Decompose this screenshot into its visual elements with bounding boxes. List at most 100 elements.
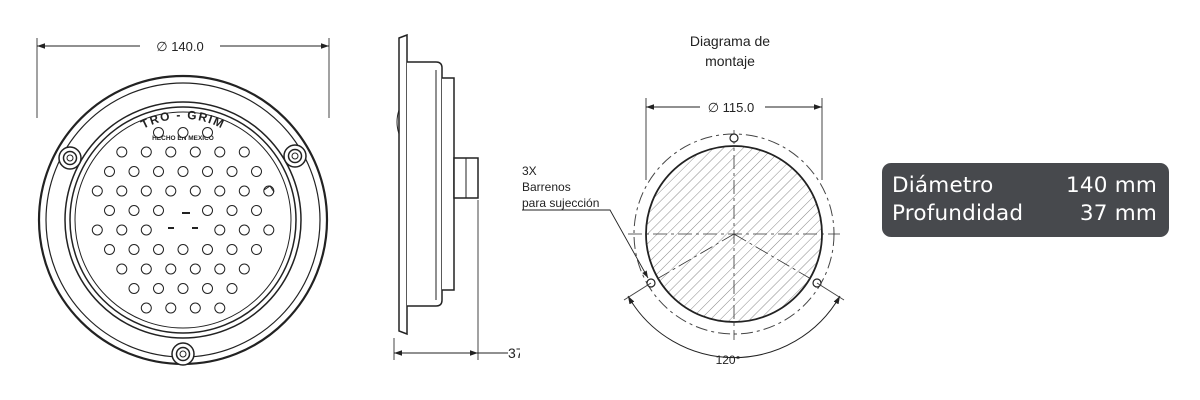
- holes-note-line1: 3X: [522, 164, 537, 178]
- led-dot: [153, 244, 164, 255]
- spec-diameter-label: Diámetro: [892, 173, 994, 198]
- lens-ring: [69, 106, 297, 334]
- led-dot: [251, 205, 262, 216]
- led-dot: [177, 244, 189, 255]
- led-dot: [263, 224, 275, 236]
- led-dot: [116, 185, 128, 197]
- depth-label-clip: 37: [508, 345, 524, 361]
- led-dot: [251, 166, 262, 177]
- led-dot: [91, 185, 103, 197]
- mounting-screw-left: [58, 146, 82, 170]
- led-dot: [189, 263, 201, 275]
- led-dot: [153, 166, 164, 177]
- led-dot: [140, 146, 152, 158]
- led-dot: [165, 146, 177, 158]
- front-diameter-label: ∅ 140.0: [156, 39, 203, 54]
- mounting-title-line1: Diagrama de: [690, 33, 770, 49]
- led-dot: [165, 185, 177, 197]
- angle-arc: [627, 295, 841, 359]
- led-dot: [153, 205, 164, 216]
- led-dot: [251, 244, 262, 255]
- lens-face: [74, 111, 292, 329]
- led-dot: [263, 185, 275, 197]
- holes-note-line2: Barrenos: [522, 180, 571, 194]
- led-dot: [116, 224, 128, 236]
- led-dot: [238, 224, 250, 236]
- led-dot: [153, 127, 164, 138]
- led-dot: [214, 302, 226, 314]
- mount-diameter-label: ∅ 115.0: [708, 100, 755, 115]
- mounting-diagram: Diagrama de montaje ∅ 115.0 3X Barrenos …: [522, 33, 845, 367]
- led-dot: [226, 166, 238, 177]
- led-dot: [202, 244, 213, 255]
- led-dot: [153, 283, 164, 294]
- led-dot: [104, 166, 115, 177]
- led-dot: [140, 302, 152, 314]
- side-rear-body: [442, 77, 455, 291]
- side-view: 37: [393, 33, 524, 361]
- led-dot: [189, 185, 201, 197]
- led-dot: [202, 127, 213, 138]
- led-dot: [104, 244, 115, 255]
- mounting-screw-right: [283, 144, 307, 168]
- spec-depth-label: Profundidad: [892, 201, 1024, 226]
- centerline-lower-left: [649, 233, 735, 284]
- front-view: ∅ 140.0 TRO - GRIM HECHO EN MEXICO: [36, 38, 330, 366]
- led-dot: [226, 244, 238, 255]
- mounting-screw-bottom: [171, 342, 195, 366]
- led-dot: [128, 205, 140, 216]
- holes-note-leader: [522, 209, 649, 279]
- led-dot: [214, 224, 226, 236]
- origin-text: HECHO EN MEXICO: [152, 135, 214, 142]
- led-dot: [128, 166, 140, 177]
- angle-extension-right: [816, 282, 845, 301]
- depth-label: 37: [508, 345, 524, 361]
- led-dot: [214, 185, 226, 197]
- led-dot: [140, 263, 152, 275]
- angle-extension-left: [623, 282, 652, 301]
- spec-diameter-value: 140 mm: [1066, 173, 1157, 198]
- led-dot: [91, 224, 103, 236]
- mount-hole-top: [729, 133, 739, 143]
- spec-badge: Diámetro 140 mm Profundidad 37 mm: [882, 163, 1169, 237]
- angle-label: 120°: [716, 353, 741, 367]
- led-dot: [116, 263, 128, 275]
- led-array: [91, 127, 275, 314]
- spec-depth-value: 37 mm: [1079, 201, 1157, 226]
- led-dot: [140, 224, 152, 236]
- led-dot: [214, 263, 226, 275]
- led-dot: [202, 166, 213, 177]
- led-dot: [189, 302, 201, 314]
- spec-row-diameter: Diámetro 140 mm: [892, 172, 1157, 200]
- side-screw-profile: [396, 109, 400, 135]
- vent-notch: [263, 185, 275, 193]
- centerline-lower-right: [733, 233, 819, 284]
- led-dot: [238, 146, 250, 158]
- led-dot: [238, 185, 250, 197]
- led-dot: [116, 146, 128, 158]
- mounting-title-line2: montaje: [705, 53, 755, 69]
- led-dot: [128, 244, 140, 255]
- led-dot: [226, 283, 238, 294]
- holes-note-line3: para sujección: [522, 196, 599, 210]
- led-dot: [177, 127, 189, 138]
- led-dot: [140, 185, 152, 197]
- bezel-inner-edge: [45, 82, 321, 358]
- led-dot: [214, 146, 226, 158]
- led-dot: [202, 205, 213, 216]
- led-dot: [238, 263, 250, 275]
- led-dot: [165, 263, 177, 275]
- led-dot: [226, 205, 238, 216]
- led-dot: [189, 146, 201, 158]
- spec-row-depth: Profundidad 37 mm: [892, 200, 1157, 228]
- led-dot: [128, 283, 140, 294]
- led-dot: [202, 283, 213, 294]
- side-bezel: [398, 33, 408, 336]
- side-housing: [407, 61, 443, 307]
- led-dot: [104, 205, 115, 216]
- led-dot: [165, 302, 177, 314]
- lens-outer-ring: [64, 101, 302, 339]
- led-dot: [177, 166, 189, 177]
- led-dot: [177, 283, 189, 294]
